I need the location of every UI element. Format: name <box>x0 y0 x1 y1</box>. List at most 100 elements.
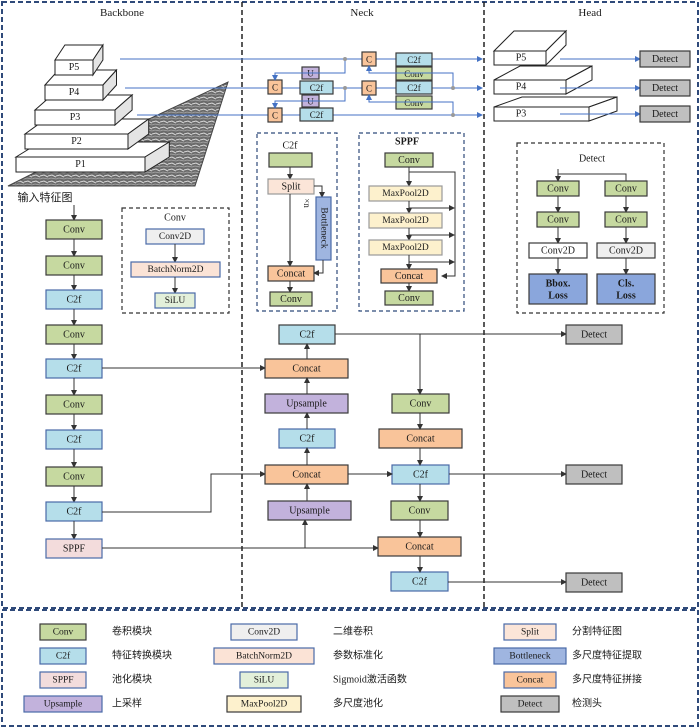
detect-inset-left-conv-2: Conv <box>536 211 580 228</box>
backbone-c2f-block: C2f <box>45 358 103 379</box>
legend-description: 分割特征图 <box>572 625 622 638</box>
backbone-c2f-block-label: C2f <box>67 295 83 306</box>
neck-conv-down-2: Conv <box>390 500 449 521</box>
legend-swatch-box <box>213 647 315 665</box>
c2f-inset-split-block: Split <box>267 178 315 195</box>
legend-swatch: Split <box>503 623 557 641</box>
downsample-path-2 <box>366 94 454 115</box>
detect-inset-right-conv-1: Conv <box>604 180 648 197</box>
detect-inset-left-loss-box <box>528 273 588 305</box>
downsample-path-1 <box>366 65 454 88</box>
sppf-inset-maxpool-block-box <box>368 185 443 202</box>
legend-swatch-label: BatchNorm2D <box>236 652 292 662</box>
backbone-c2f-block-label: C2f <box>67 507 83 518</box>
legend-swatch-label: Bottleneck <box>509 652 550 662</box>
outer-frame <box>1 1 699 609</box>
detect-inset-left-conv2d: Conv2D <box>528 242 588 259</box>
legend-swatch: SPPF <box>39 671 87 689</box>
lateral-sppf-to-upsample <box>102 519 308 549</box>
neck-top-concat-p4: C <box>267 79 283 95</box>
neck-conv-down-1-label: Conv <box>410 399 432 410</box>
head-level-label: P3 <box>516 109 527 120</box>
legend-swatch-label: Detect <box>518 700 543 710</box>
head-level-p5: P5 <box>492 29 568 67</box>
legend-swatch-box <box>239 671 289 689</box>
backbone-conv-block-label: Conv <box>63 261 85 272</box>
sppf-inset-maxpool-block: MaxPool2D <box>368 185 443 202</box>
legend-swatch-box <box>39 671 87 689</box>
neck-c2f-top-label: C2f <box>300 330 316 341</box>
c2f-inset-bottleneck-label: Bottleneck <box>319 207 329 248</box>
neck-concat-down-1-label: Concat <box>406 434 435 445</box>
neck-top-concat-pan-p4: C <box>361 80 377 96</box>
detect-inset-title: Detect <box>579 154 605 165</box>
detect-inset-left-conv2d-label: Conv2D <box>541 246 575 257</box>
conv-inset-silu-block: SiLU <box>154 292 196 309</box>
legend-description: Sigmoid激活函数 <box>333 673 407 686</box>
upsample-path-2 <box>272 88 346 109</box>
head-detect-p4-label: Detect <box>652 83 678 94</box>
neck-detect-small-box <box>565 572 623 593</box>
pyramid-label: P5 <box>69 62 80 73</box>
legend-swatch: Bottleneck <box>493 647 567 665</box>
sppf-inset-conv-block-label: Conv <box>398 155 420 166</box>
neck-detect-medium-label: Detect <box>581 470 607 481</box>
neck-upsample-1-label: Upsample <box>286 399 327 410</box>
legend-swatch-box <box>500 695 560 713</box>
legend-description: 特征转换模块 <box>112 649 172 662</box>
c2f-inset-conv-out-block: Conv <box>269 291 313 307</box>
detect-inset-right-conv-2: Conv <box>604 211 648 228</box>
section-title-neck: Neck <box>350 7 374 19</box>
detect-inset-left-loss: Bbox.Loss <box>528 273 588 305</box>
sppf-inset-concat-block: Concat <box>380 268 438 284</box>
conv-inset-title: Conv <box>164 213 186 224</box>
c2f-inset-concat-block-box <box>267 265 315 282</box>
arrow-inset <box>313 260 324 276</box>
c2f-inset-frame <box>256 132 338 312</box>
legend-swatch: Conv2D <box>230 623 298 641</box>
neck-concat-2-label: Concat <box>292 470 321 481</box>
legend-item-sppf: SPPF 池化模块 <box>39 671 152 689</box>
backbone-conv-block-label: Conv <box>63 472 85 483</box>
head-detect-p3-box <box>639 105 691 123</box>
neck-top-c2f-pan-p5: C2f <box>395 52 433 67</box>
detect-inset-right-conv-2-label: Conv <box>615 215 637 226</box>
neck-top-c2f-p3-box <box>299 107 334 122</box>
head-level-front-face <box>493 79 567 95</box>
sppf-inset-maxpool-block-label: MaxPool2D <box>382 243 429 253</box>
legend-swatch-box <box>226 695 302 713</box>
legend-item-split: Split 分割特征图 <box>503 623 622 641</box>
legend-swatch: Detect <box>500 695 560 713</box>
neck-upsample-2: Upsample <box>267 500 352 521</box>
legend-swatch: Concat <box>503 671 557 689</box>
junction-dot <box>451 86 455 90</box>
pyramid-label: P3 <box>70 112 81 123</box>
sppf-inset-maxpool-block: MaxPool2D <box>368 239 443 256</box>
legend-description: 池化模块 <box>112 673 152 686</box>
legend-description: 多尺度特征提取 <box>572 649 642 662</box>
legend-item-bottleneck: Bottleneck 多尺度特征提取 <box>493 647 642 665</box>
lateral-c2f-to-concat-2 <box>102 471 266 513</box>
backbone-conv-block: Conv <box>45 255 103 276</box>
detect-inset-loss-word: Loss <box>616 291 636 302</box>
neck-top-c2f-pan-p5-label: C2f <box>407 55 421 65</box>
neck-upsample-1: Upsample <box>264 393 349 414</box>
detect-inset-loss-name: Bbox. <box>546 279 571 290</box>
neck-top-concat-p3: C <box>267 107 283 123</box>
pyramid-front-face <box>15 156 146 173</box>
head-detect-p5-label: Detect <box>652 54 678 65</box>
neck-top-concat-p3-label: C <box>272 111 278 121</box>
neck-conv-down-2-label: Conv <box>409 506 431 517</box>
junction-dot <box>343 86 347 90</box>
head-level-label: P5 <box>516 53 527 64</box>
legend-swatch: MaxPool2D <box>226 695 302 713</box>
section-title-backbone: Backbone <box>100 7 144 19</box>
legend-description: 多尺度池化 <box>333 697 383 710</box>
pyramid-front-face <box>44 84 104 101</box>
sppf-inset-conv-block: Conv <box>384 152 434 168</box>
legend-swatch-label: Concat <box>517 676 544 686</box>
